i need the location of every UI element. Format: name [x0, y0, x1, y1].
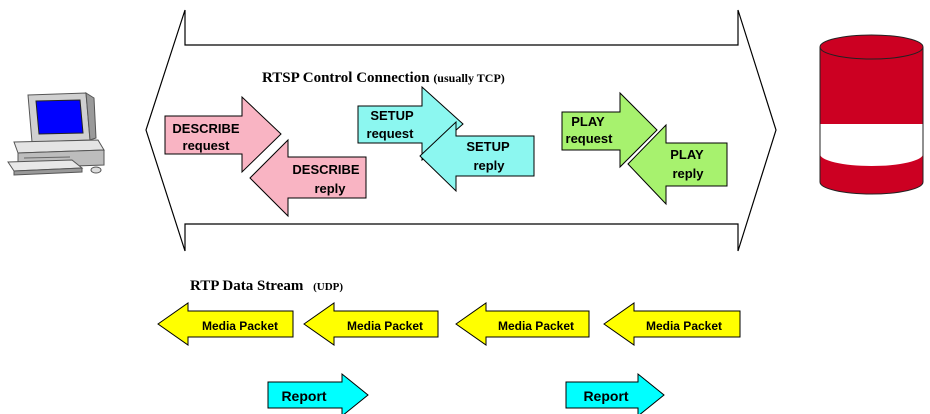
- setup-request-line1: SETUP: [370, 108, 414, 123]
- desktop-computer-icon: [7, 92, 105, 176]
- setup-request-line2: request: [367, 126, 415, 141]
- describe-request-line1: DESCRIBE: [172, 121, 240, 136]
- play-request-arrow: PLAY request: [561, 91, 658, 169]
- describe-reply-line1: DESCRIBE: [292, 162, 360, 177]
- play-request-line2: request: [566, 131, 614, 146]
- setup-reply-arrow: SETUP reply: [419, 120, 535, 193]
- describe-reply-line2: reply: [314, 181, 346, 196]
- report-label: Report: [281, 388, 326, 404]
- describe-request-arrow: DESCRIBE request: [164, 95, 282, 174]
- media-packet-arrow: Media Packet: [603, 302, 741, 346]
- media-packet-arrow: Media Packet: [455, 302, 590, 346]
- media-packet-label: Media Packet: [202, 319, 278, 333]
- report-label: Report: [583, 388, 628, 404]
- play-request-line1: PLAY: [571, 114, 605, 129]
- play-reply-arrow: PLAY reply: [627, 123, 728, 206]
- play-reply-line2: reply: [672, 166, 704, 181]
- media-packet-arrow: Media Packet: [157, 302, 294, 346]
- media-packet-label: Media Packet: [646, 319, 722, 333]
- data-stream-note: (UDP): [313, 281, 343, 293]
- media-packet-label: Media Packet: [347, 319, 423, 333]
- media-packet-label: Media Packet: [498, 319, 574, 333]
- control-connection-note: (usually TCP): [433, 71, 504, 85]
- setup-reply-line1: SETUP: [466, 139, 510, 154]
- play-reply-line1: PLAY: [670, 147, 704, 162]
- describe-request-line2: request: [183, 138, 231, 153]
- data-stream-title: RTP Data Stream (UDP): [190, 278, 343, 294]
- report-arrow: Report: [565, 372, 665, 414]
- describe-reply-arrow: DESCRIBE reply: [249, 138, 367, 218]
- media-packet-arrow: Media Packet: [303, 302, 439, 346]
- database-cylinder-icon: [819, 34, 924, 195]
- control-connection-channel: [145, 9, 777, 252]
- report-arrow: Report: [267, 372, 369, 414]
- setup-reply-line2: reply: [473, 158, 505, 173]
- control-connection-title: RTSP Control Connection (usually TCP): [262, 70, 505, 86]
